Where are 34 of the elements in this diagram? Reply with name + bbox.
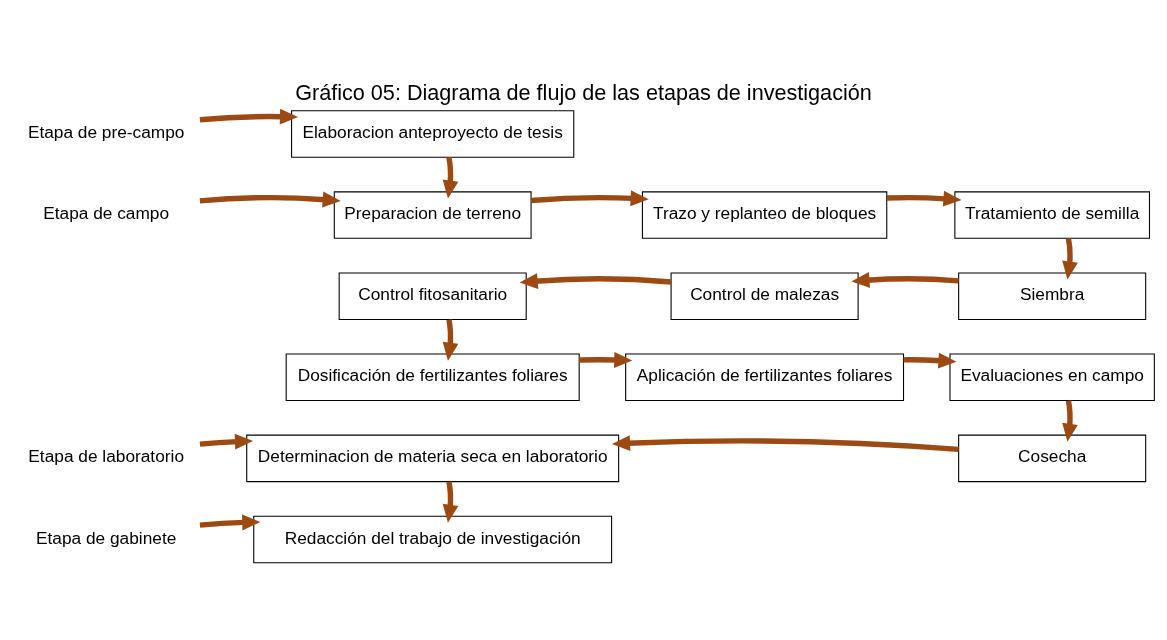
node-box: Evaluaciones en campo: [949, 352, 1155, 401]
arrow: [199, 514, 261, 530]
arrow: [199, 433, 254, 450]
arrow: [1062, 237, 1078, 280]
arrow: [519, 272, 672, 289]
arrow: [1062, 399, 1078, 442]
node-box: Tratamiento de semilla: [954, 190, 1150, 239]
node-box: Control fitosanitario: [338, 271, 527, 320]
arrow: [199, 108, 299, 125]
node-box: Dosificación de fertilizantes foliares: [285, 352, 580, 401]
node-text: Etapa de gabinete: [36, 527, 177, 548]
arrow: [611, 434, 959, 452]
node-text: Etapa de pre-campo: [27, 121, 185, 142]
node-text: Etapa de laboratorio: [28, 445, 184, 466]
arrow: [579, 351, 633, 368]
node-box: Determinacion de materia seca en laboratorio: [246, 434, 620, 482]
node-box: Preparacion de terreno: [333, 190, 532, 239]
node-box: Control de malezas: [670, 271, 859, 320]
diagram-title: Gráfico 05: Diagrama de flujo de las etapas de investigación: [295, 79, 872, 105]
node-text: Etapa de campo: [43, 202, 170, 223]
arrow: [531, 189, 649, 206]
node-box: Cosecha: [958, 434, 1147, 482]
node-box: Siembra: [958, 271, 1147, 320]
arrow: [851, 271, 959, 288]
arrow: [903, 352, 957, 368]
arrow: [442, 156, 459, 198]
node-box: Redacción del trabajo de investigación: [253, 515, 613, 563]
arrow: [442, 318, 459, 361]
arrow: [199, 191, 341, 207]
node-box: Elaboracion anteproyecto de tesis: [291, 109, 575, 158]
arrow: [442, 480, 459, 523]
node-box: Trazo y replanteo de bloques: [641, 190, 888, 239]
arrow: [886, 190, 962, 207]
node-box: Aplicación de fertilizantes foliares: [625, 352, 905, 401]
